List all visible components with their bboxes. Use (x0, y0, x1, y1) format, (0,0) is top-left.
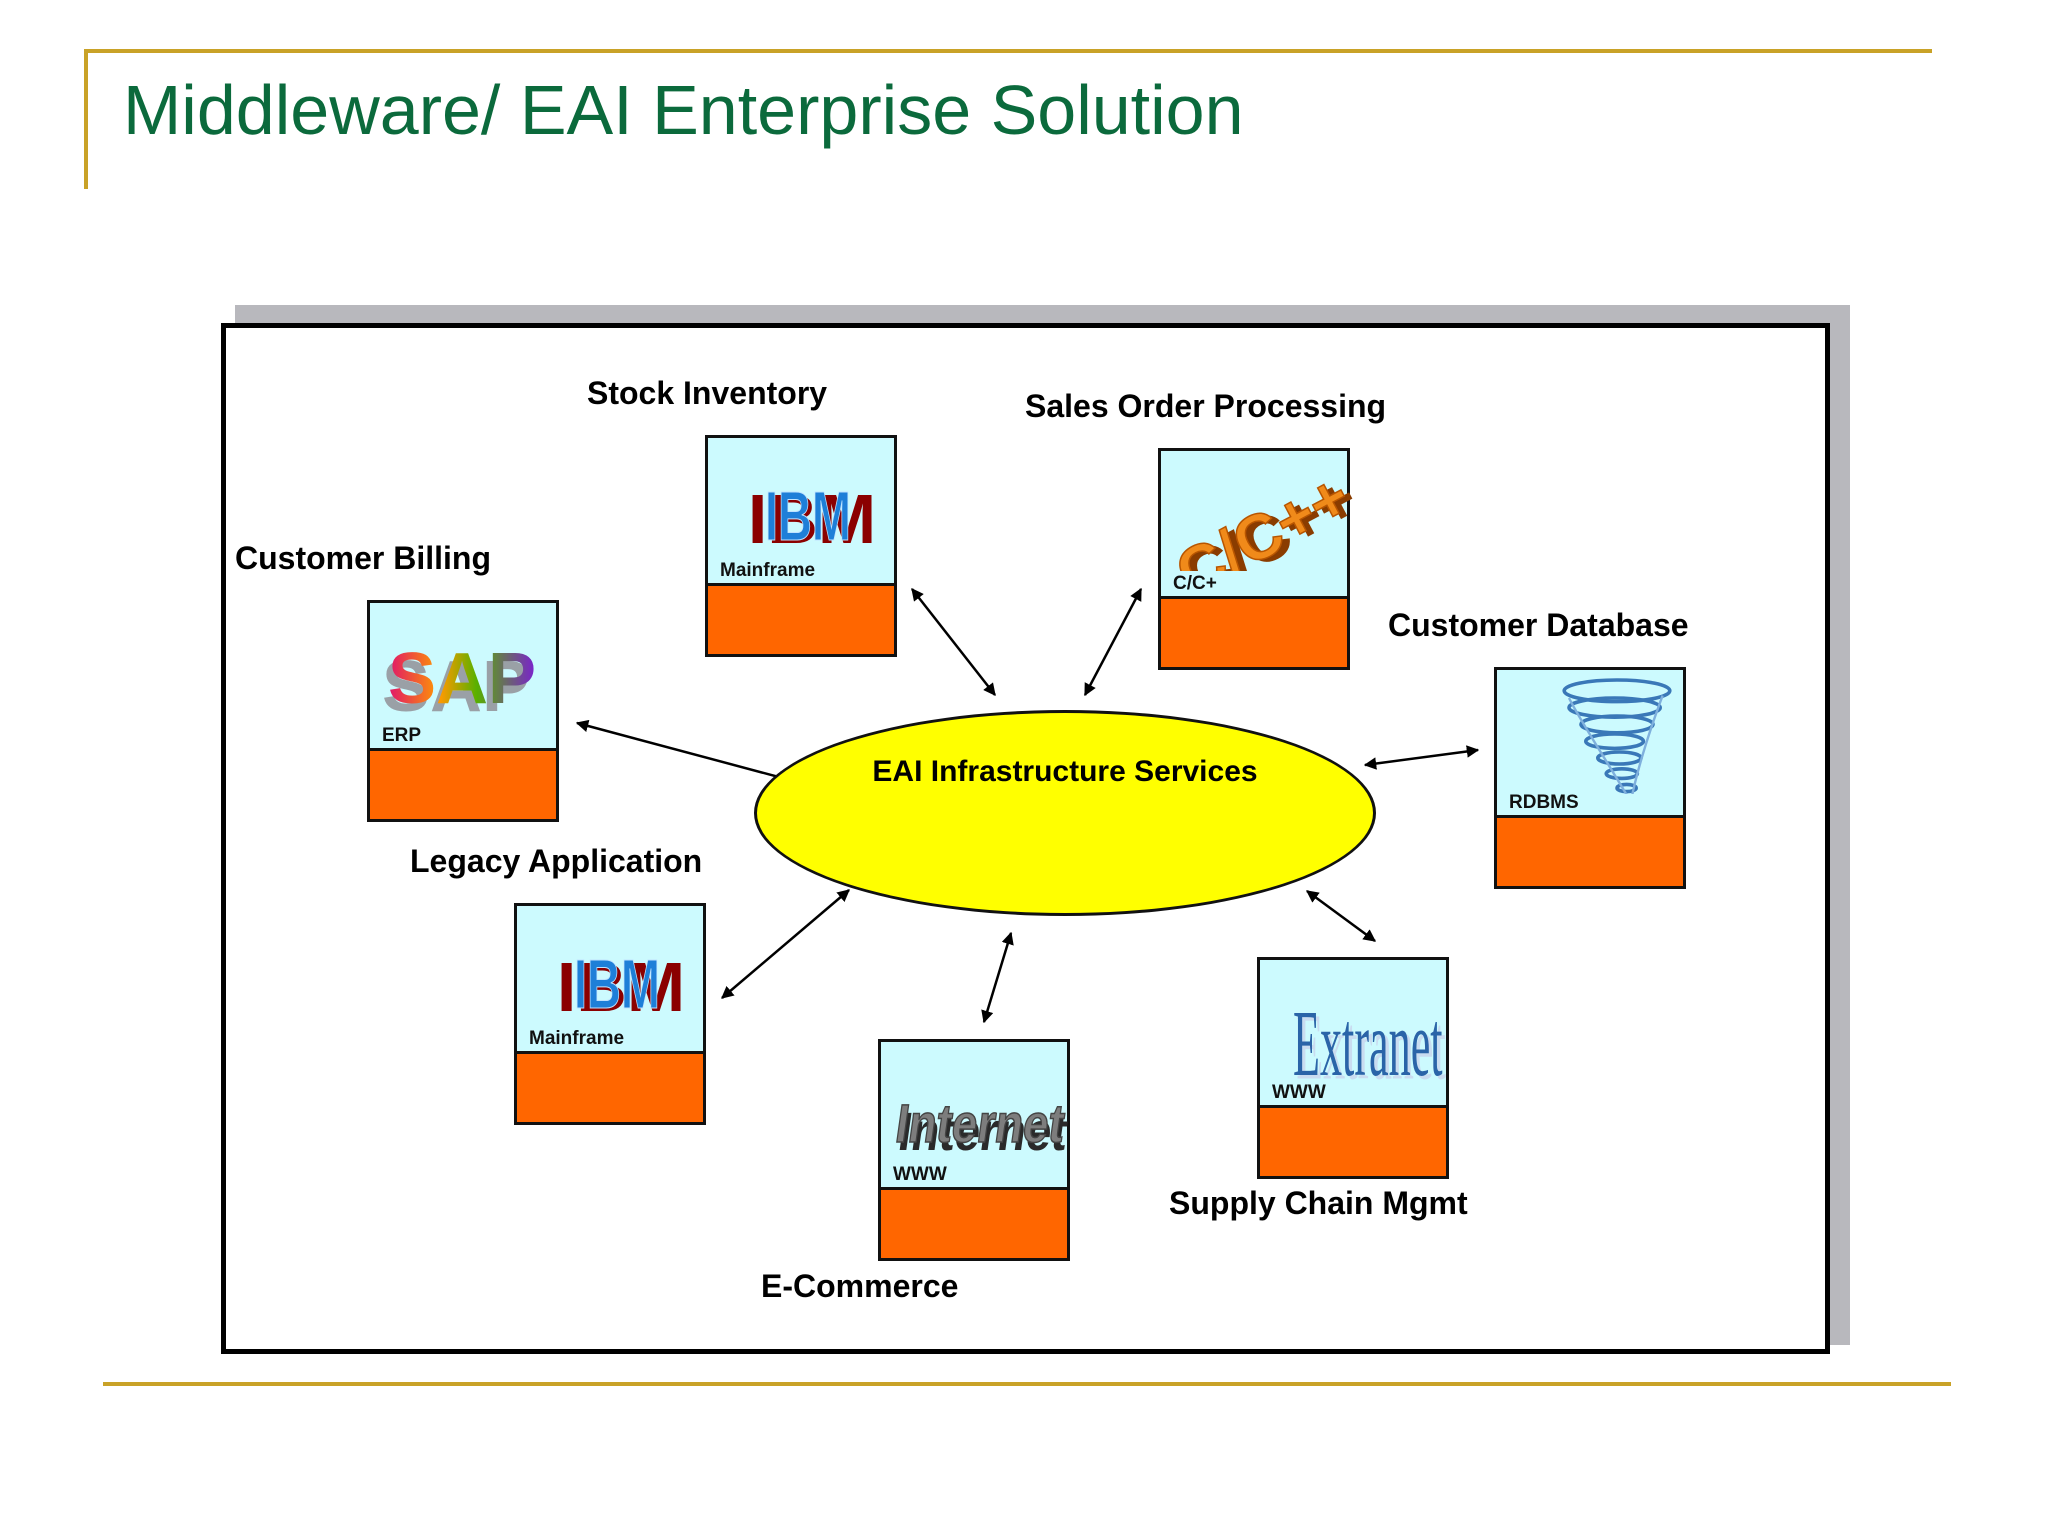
arrow-ecommerce-hub (981, 931, 1014, 1024)
customer-billing-caption: Customer Billing (235, 540, 492, 576)
arrow-stock-hub (911, 588, 996, 696)
customer-database-caption: Customer Database (1388, 607, 1689, 643)
sales-order-caption: Sales Order Processing (1025, 388, 1387, 424)
sales-order-sublabel: C/C+ (1173, 573, 1217, 594)
stock-inventory-base (708, 583, 894, 654)
ibm-logo-text: IBM (765, 477, 851, 555)
ecommerce-sublabel: WWW (893, 1164, 947, 1185)
internet-logo-shadow: Internet (895, 1102, 1071, 1162)
ibm-logo-icon: IBM IBM (748, 477, 876, 559)
legacy-application-sublabel: Mainframe (529, 1028, 625, 1049)
arrow-sales-hub (1083, 587, 1143, 697)
ibm-logo-icon: IBM IBM (557, 945, 685, 1027)
arrow-custdb-hub (1363, 745, 1480, 770)
extranet-logo-shadow: Extranet (1296, 995, 1446, 1084)
cpp-logo-icon: C/C++ C/C++ (1164, 471, 1353, 571)
footer-rule (103, 1382, 1951, 1386)
sap-logo-text: SAP (388, 639, 536, 719)
legacy-application-base (517, 1051, 703, 1122)
stock-inventory-sublabel: Mainframe (720, 560, 816, 581)
sap-logo-shadow: SAP (382, 647, 530, 723)
stock-inventory-node: IBM IBM Mainframe (705, 435, 897, 657)
ecommerce-base (881, 1187, 1067, 1258)
ibm-logo-shadow: IBM (748, 480, 876, 558)
title-rule-left (84, 49, 88, 189)
sap-logo-icon: SAP SAP (382, 639, 536, 723)
eai-hub: EAI Infrastructure Services (754, 710, 1376, 916)
sales-order-base (1161, 596, 1347, 667)
legacy-application-caption: Legacy Application (410, 843, 703, 879)
arrow-legacy-hub (721, 889, 850, 999)
customer-database-sublabel: RDBMS (1509, 792, 1579, 813)
customer-billing-node: SAP SAP ERP (367, 600, 559, 822)
ecommerce-caption: E-Commerce (761, 1268, 959, 1304)
internet-logo-icon: Internet Internet (891, 1093, 1071, 1162)
customer-billing-base (370, 748, 556, 819)
ibm-logo-shadow: IBM (557, 948, 685, 1026)
arrow-billing-hub (575, 719, 792, 784)
legacy-application-node: IBM IBM Mainframe (514, 903, 706, 1125)
customer-billing-sublabel: ERP (382, 725, 422, 746)
stock-inventory-caption: Stock Inventory (587, 375, 828, 411)
extranet-logo-icon: Extranet Extranet (1293, 992, 1446, 1084)
hub-label: EAI Infrastructure Services (872, 755, 1258, 788)
supply-chain-node: Extranet Extranet WWW (1257, 957, 1449, 1179)
cpp-logo-text: C/C++ (1164, 471, 1353, 571)
ibm-logo-text: IBM (574, 945, 660, 1023)
supply-chain-caption: Supply Chain Mgmt (1169, 1185, 1468, 1221)
ecommerce-node: Internet Internet WWW (878, 1039, 1071, 1261)
arrow-supply-hub (1305, 889, 1377, 943)
title-rule-top (84, 49, 1932, 53)
internet-logo-text: Internet (892, 1094, 1068, 1154)
slide-title: Middleware/ EAI Enterprise Solution (123, 71, 1244, 149)
extranet-logo-text: Extranet (1293, 992, 1443, 1084)
customer-database-base (1497, 815, 1683, 886)
sales-order-node: C/C++ C/C++ C/C+ (1158, 448, 1353, 670)
supply-chain-base (1260, 1105, 1446, 1176)
supply-chain-sublabel: WWW (1272, 1082, 1326, 1103)
customer-database-node: RDBMS (1494, 667, 1686, 889)
tornado-icon (1562, 678, 1672, 794)
